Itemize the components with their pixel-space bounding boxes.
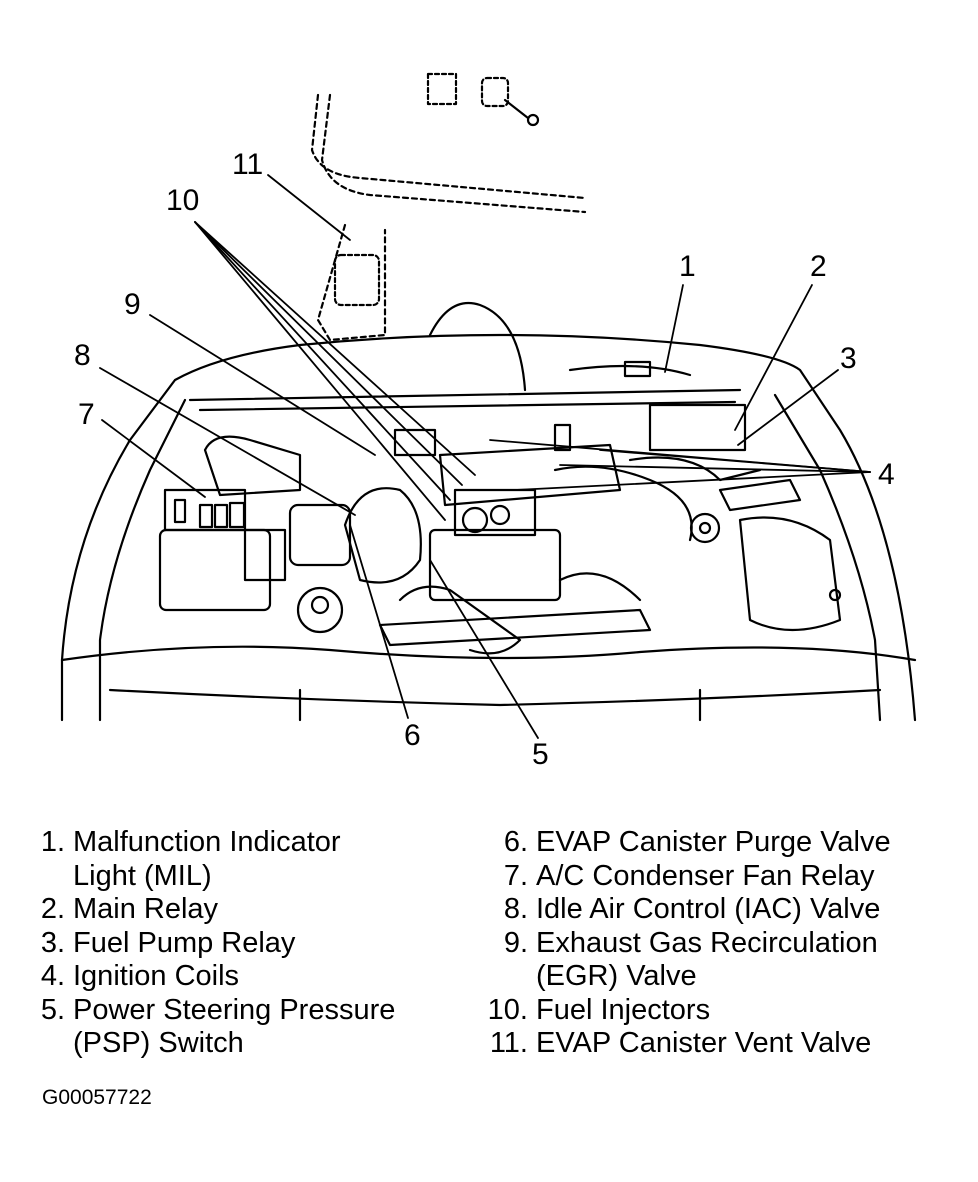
legend-number: 6. [503,826,528,858]
legend-number: 10. [487,993,528,1026]
callout-5: 5 [532,738,549,771]
legend-text: (EGR) Valve [536,960,697,992]
callout-2: 2 [810,250,827,283]
vent-valve-sketch [333,72,510,307]
callout-10: 10 [166,184,200,217]
callout-6: 6 [404,719,421,752]
legend-item-9-cont: (EGR) Valve [474,960,891,994]
legend-number: 8. [503,893,528,925]
callout-7: 7 [78,398,95,431]
legend-text: A/C Condenser Fan Relay [536,859,875,892]
legend-left: 1. Malfunction Indicator Light (MIL) 2. … [0,826,396,1061]
legend-item-11: 11. EVAP Canister Vent Valve [474,1027,891,1061]
callout-3: 3 [840,342,857,375]
legend-item-9: 9. Exhaust Gas Recirculation [474,927,891,961]
legend-item-6: 6. EVAP Canister Purge Valve [474,826,891,860]
legend-number: 11. [489,1027,528,1059]
legend-text: Light (MIL) [73,859,212,892]
legend-text: Exhaust Gas Recirculation [536,926,878,959]
legend-text: Idle Air Control (IAC) Valve [536,893,881,925]
legend-text: Main Relay [73,893,219,925]
legend-text: Malfunction Indicator [73,826,341,858]
legend-number: 9. [503,926,528,959]
legend-text: Fuel Injectors [536,993,711,1026]
engine-compartment-diagram [60,72,917,739]
legend-text: EVAP Canister Vent Valve [536,1027,872,1059]
callout-9: 9 [124,288,141,321]
callout-4: 4 [878,458,895,491]
vehicle-body [60,301,917,722]
legend-text: Power Steering Pressure [73,993,396,1026]
legend-item-4: 4. Ignition Coils [0,960,395,994]
legend-item-5: 5. Power Steering Pressure [0,993,396,1028]
legend-item-3: 3. Fuel Pump Relay [0,927,395,961]
legend-item-5-cont: (PSP) Switch [0,1027,395,1061]
legend-right: 6. EVAP Canister Purge Valve 7. A/C Cond… [474,826,891,1061]
legend-number: 7. [503,859,528,892]
legend-item-7: 7. A/C Condenser Fan Relay [474,860,891,894]
legend-number: 1. [40,826,65,858]
legend-item-2: 2. Main Relay [0,893,395,927]
legend-item-1: 1. Malfunction Indicator [0,826,395,860]
legend-number: 3. [40,926,65,959]
hood-outline [310,93,587,342]
legend-item-10: 10. Fuel Injectors [474,994,891,1028]
legend-number: 2. [40,893,65,925]
callout-11: 11 [232,148,264,181]
legend-text: (PSP) Switch [73,1027,244,1059]
legend-item-8: 8. Idle Air Control (IAC) Valve [474,893,891,927]
callout-1: 1 [679,250,696,283]
legend-number: 4. [40,960,65,992]
legend-text: Ignition Coils [73,960,240,992]
figure-code: G00057722 [42,1086,152,1109]
callout-8: 8 [74,339,91,372]
legend-text: EVAP Canister Purge Valve [536,826,891,858]
legend-number: 5. [40,993,65,1026]
legend-item-1-cont: Light (MIL) [0,860,395,894]
engine-components [158,403,842,655]
leader-lines [99,174,871,739]
legend-text: Fuel Pump Relay [73,926,296,959]
